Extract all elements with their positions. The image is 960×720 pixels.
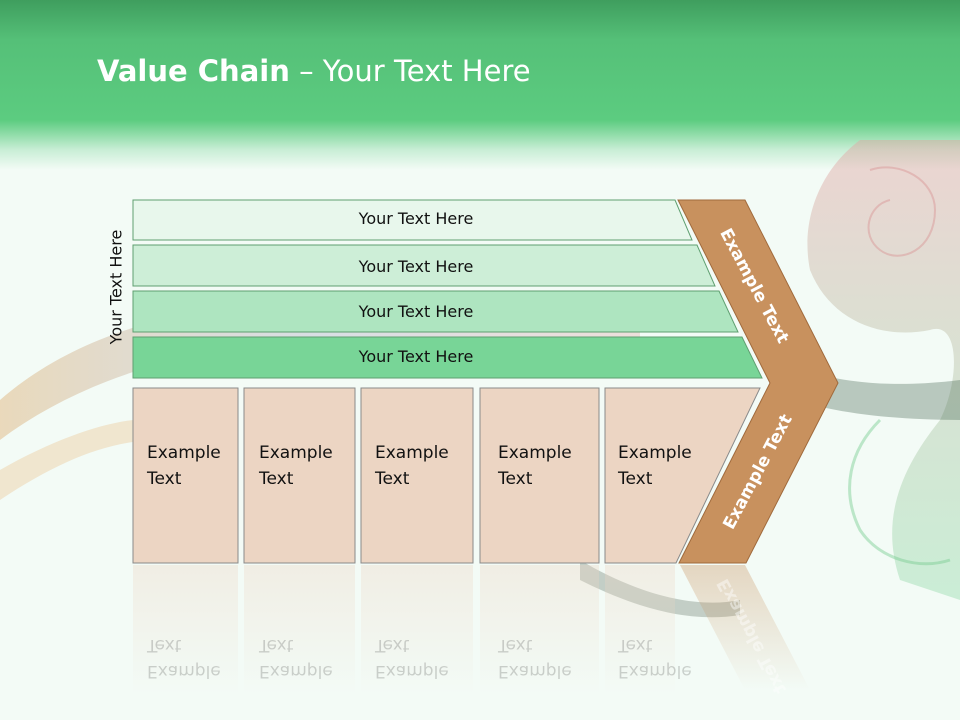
- box-1-line1: Example: [147, 443, 221, 463]
- box-2-reflection-line2: Text: [259, 635, 294, 655]
- box-1-reflection-line2: Text: [147, 635, 182, 655]
- title-banner: [0, 0, 960, 170]
- bar-4: [132, 336, 763, 379]
- box-3-reflection-line1: Example: [375, 661, 449, 681]
- bar-2: [132, 244, 716, 287]
- bar-1: [132, 199, 693, 241]
- box-1-reflection-line1: Example: [147, 661, 221, 681]
- box-5-line2: Text: [618, 469, 653, 489]
- box-2-line2: Text: [259, 469, 294, 489]
- box-4-reflection-line1: Example: [498, 661, 572, 681]
- title-rest: – Your Text Here: [289, 54, 531, 88]
- box-4-line1: Example: [498, 443, 572, 463]
- side-label: Your Text Here: [106, 229, 126, 345]
- box-3-reflection: Example Text: [375, 632, 475, 684]
- box-4-reflection: Example Text: [498, 632, 598, 684]
- box-5-reflection-line2: Text: [618, 635, 653, 655]
- margin-chevron: [677, 199, 839, 564]
- box-5-reflection: Example Text: [618, 632, 718, 684]
- box-5-line1: Example: [618, 443, 692, 463]
- activity-box-5: [604, 387, 761, 564]
- activity-box-1: [132, 387, 239, 564]
- activity-box-3: [360, 387, 474, 564]
- page-title: Value Chain – Your Text Here: [97, 54, 531, 88]
- bar-2-label: Your Text Here: [358, 257, 474, 276]
- bar-3-label: Your Text Here: [358, 302, 474, 321]
- box-1-line2: Text: [147, 469, 182, 489]
- box-3-reflection-line2: Text: [375, 635, 410, 655]
- bar-1-label: Your Text Here: [358, 209, 474, 228]
- box-2-reflection-line1: Example: [259, 661, 333, 681]
- box-3-line1: Example: [375, 443, 449, 463]
- bar-4-label: Your Text Here: [358, 347, 474, 366]
- box-1-reflection: Example Text: [147, 632, 247, 684]
- box-3-line2: Text: [375, 469, 410, 489]
- box-2-reflection: Example Text: [259, 632, 359, 684]
- diagram-reflection: [133, 565, 810, 695]
- activity-box-4: [479, 387, 600, 564]
- activity-box-2: [243, 387, 356, 564]
- box-4-reflection-line2: Text: [498, 635, 533, 655]
- box-4-line2: Text: [498, 469, 533, 489]
- box-5-reflection-line1: Example: [618, 661, 692, 681]
- bar-3: [132, 290, 739, 333]
- title-bold: Value Chain: [97, 54, 290, 88]
- box-2-line1: Example: [259, 443, 333, 463]
